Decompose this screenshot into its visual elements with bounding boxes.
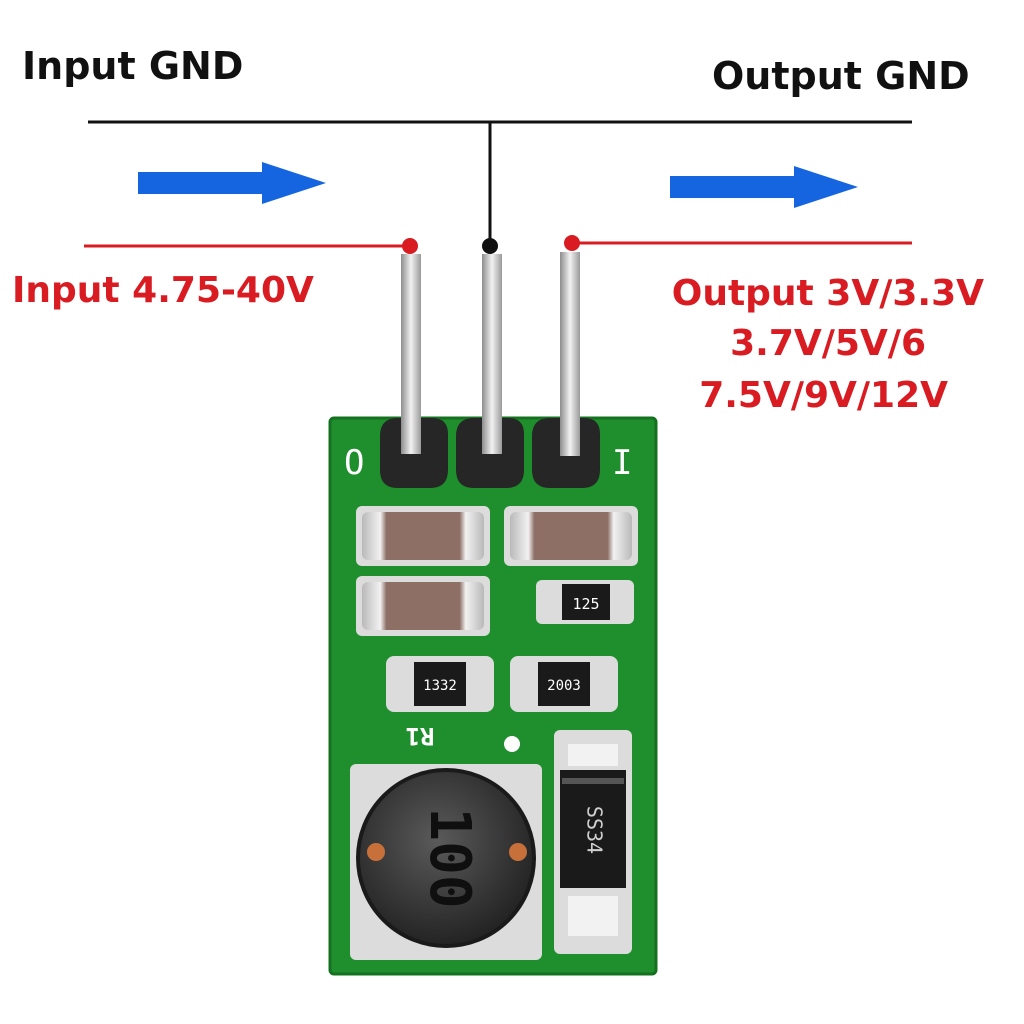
pin-mark-i: I [612, 443, 632, 483]
input-arrow-icon [138, 162, 326, 204]
resistor-1332: 1332 [386, 656, 494, 712]
via-pad [504, 736, 520, 752]
diode-ss34: SS34 [554, 730, 632, 954]
input-pin [401, 254, 421, 454]
input-gnd-label: Input GND [22, 44, 244, 88]
capacitor-2 [504, 506, 638, 566]
svg-text:2003: 2003 [547, 678, 581, 694]
gnd-junction-dot [482, 238, 498, 254]
resistor-2003: 2003 [510, 656, 618, 712]
svg-text:SS34: SS34 [583, 806, 607, 854]
output-voltage-line-3: 7.5V/9V/12V [699, 375, 948, 416]
output-pin [560, 252, 580, 456]
output-voltage-line-1: Output 3V/3.3V [671, 273, 984, 314]
svg-text:100: 100 [417, 807, 482, 908]
capacitor-3 [356, 576, 490, 636]
inductor-100: 100 [350, 764, 542, 960]
svg-text:125: 125 [572, 595, 599, 613]
r1-silkscreen: R1 [406, 722, 435, 750]
output-voltage-line-2: 3.7V/5V/6 [730, 323, 926, 364]
output-junction-dot [564, 235, 580, 251]
pin-mark-o: O [344, 443, 364, 483]
capacitor-1 [356, 506, 490, 566]
output-gnd-label: Output GND [712, 54, 970, 98]
svg-text:1332: 1332 [423, 678, 457, 694]
resistor-125: 125 [536, 580, 634, 624]
output-arrow-icon [670, 166, 858, 208]
gnd-pin [482, 254, 502, 454]
input-voltage-label: Input 4.75-40V [12, 270, 314, 311]
input-junction-dot [402, 238, 418, 254]
